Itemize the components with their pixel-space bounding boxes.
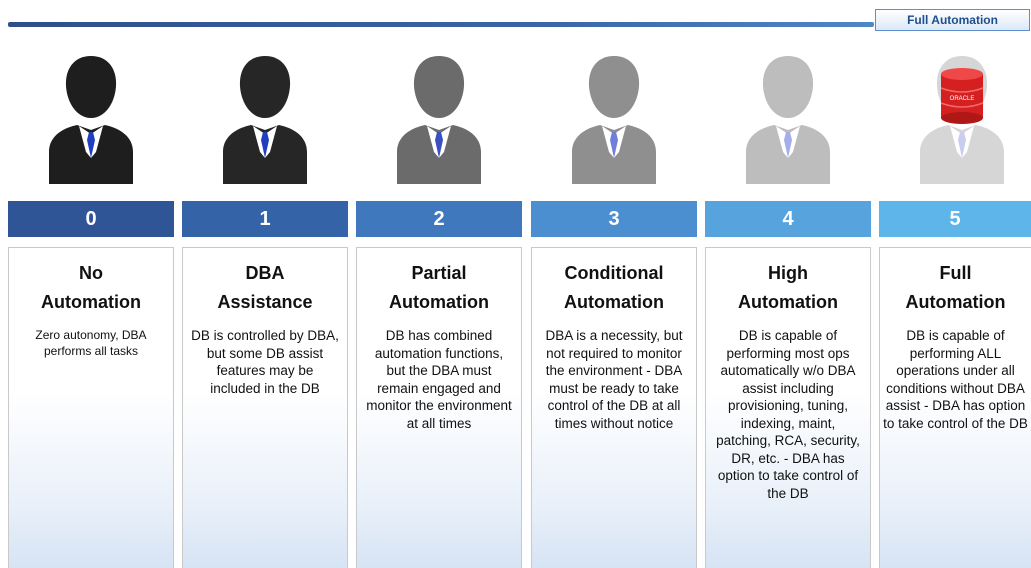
level-title-line1: No xyxy=(79,263,103,283)
level-title-line2: Automation xyxy=(738,292,838,312)
level-4-column: 4 High Automation DB is capable of perfo… xyxy=(705,0,871,568)
full-automation-tag: Full Automation xyxy=(875,9,1030,31)
level-card: No Automation Zero autonomy, DBA perform… xyxy=(8,247,174,568)
level-title: Partial Automation xyxy=(357,259,521,317)
level-description: Zero autonomy, DBA performs all tasks xyxy=(35,328,147,358)
level-title-line1: Full xyxy=(939,263,972,283)
level-title-line1: DBA xyxy=(245,263,285,283)
person-icon xyxy=(49,56,133,184)
person-icon xyxy=(397,56,481,184)
level-number-bar: 4 xyxy=(705,201,871,237)
level-description: DB has combined automation functions, bu… xyxy=(366,328,512,431)
database-person-icon: ORACLE xyxy=(920,56,1004,184)
level-card: High Automation DB is capable of perform… xyxy=(705,247,871,568)
level-title-line2: Automation xyxy=(41,292,141,312)
level-1-column: 1 DBA Assistance DB is controlled by DBA… xyxy=(182,0,348,568)
level-title-line1: Conditional xyxy=(564,263,664,283)
level-2-column: 2 Partial Automation DB has combined aut… xyxy=(356,0,522,568)
database-icon: ORACLE xyxy=(940,68,984,124)
level-title-line2: Automation xyxy=(389,292,489,312)
oracle-logo-text: ORACLE xyxy=(950,96,975,102)
level-0-column: 0 No Automation Zero autonomy, DBA perfo… xyxy=(8,0,174,568)
level-3-column: 3 Conditional Automation DBA is a necess… xyxy=(531,0,697,568)
level-description: DB is capable of performing ALL operatio… xyxy=(883,328,1028,431)
level-title: High Automation xyxy=(706,259,870,317)
person-icon xyxy=(572,56,656,184)
level-title-line1: Partial xyxy=(411,263,467,283)
level-description: DBA is a necessity, but not required to … xyxy=(545,328,683,431)
level-description: DB is controlled by DBA, but some DB ass… xyxy=(191,328,339,396)
level-title-line2: Automation xyxy=(564,292,664,312)
level-5-column: ORACLE 5 Full Automation DB is capable o… xyxy=(879,0,1031,568)
level-number-bar: 1 xyxy=(182,201,348,237)
level-title: Full Automation xyxy=(880,259,1031,317)
person-icon xyxy=(746,56,830,184)
header-rule xyxy=(8,22,874,27)
level-description: DB is capable of performing most ops aut… xyxy=(716,328,860,501)
level-number-bar: 5 xyxy=(879,201,1031,237)
level-card: Full Automation DB is capable of perform… xyxy=(879,247,1031,568)
level-title: Conditional Automation xyxy=(532,259,696,317)
level-title-line1: High xyxy=(768,263,808,283)
level-card: Conditional Automation DBA is a necessit… xyxy=(531,247,697,568)
level-title: No Automation xyxy=(9,259,173,317)
level-title: DBA Assistance xyxy=(183,259,347,317)
level-number-bar: 2 xyxy=(356,201,522,237)
level-title-line2: Automation xyxy=(905,292,1006,312)
level-number-bar: 0 xyxy=(8,201,174,237)
level-title-line2: Assistance xyxy=(217,292,313,312)
level-card: Partial Automation DB has combined autom… xyxy=(356,247,522,568)
level-card: DBA Assistance DB is controlled by DBA, … xyxy=(182,247,348,568)
person-icon xyxy=(223,56,307,184)
level-number-bar: 3 xyxy=(531,201,697,237)
